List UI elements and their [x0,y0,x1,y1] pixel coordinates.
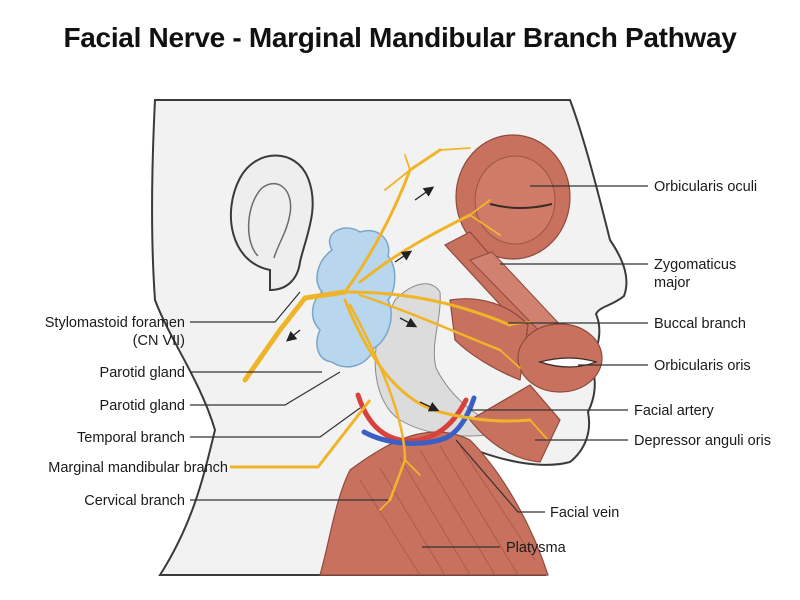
label-facial-artery: Facial artery [634,403,715,419]
platysma-striations [359,445,536,576]
label-parotid-gland-2: Parotid gland [100,398,185,414]
label-orbicularis-oculi: Orbicularis oculi [654,179,757,195]
leader-stylomastoid [190,291,301,323]
leader-temporal [190,407,361,438]
leader-lines-right [422,185,648,548]
label-facial-vein: Facial vein [550,505,619,521]
arrow-buccal [399,317,418,328]
label-orbicularis-oris: Orbicularis oris [654,358,751,374]
arrow-posterior [286,329,301,342]
label-cervical-branch: Cervical branch [84,493,185,509]
label-marginal-mandibular-branch: Marginal mandibular branch [48,460,228,476]
orbicularis-oculi-inner [474,155,556,245]
label-platysma: Platysma [506,540,567,556]
label-temporal-branch: Temporal branch [77,430,185,446]
nerve-buccal-branch-2 [358,293,502,352]
label-parotid-gland-1: Parotid gland [100,365,185,381]
direction-arrows [286,186,440,412]
eye-closed [489,203,553,209]
leader-parotid-2 [190,371,341,406]
diagram-title: Facial Nerve - Marginal Mandibular Branc… [63,22,737,53]
nerve-buccal-branch [343,290,512,327]
leader-marginal-mandibular [230,399,372,469]
platysma-muscle [319,431,549,576]
nerve-main-trunk [242,289,348,383]
facial-vein [361,395,477,446]
label-stylomastoid-cn7: (CN VII) [133,333,185,349]
label-zygomaticus-major: major [654,275,690,291]
ear-shape [229,154,314,292]
facial-nerve [242,147,549,511]
label-stylomastoid-foramen: Stylomastoid foramen [45,315,185,331]
leader-lines-left [190,291,388,501]
label-zygomaticus: Zygomaticus [654,257,736,273]
parotid-gland [311,227,396,368]
arrow-zygomatic [394,250,413,263]
depressor-anguli-oris-muscle [469,384,561,463]
nerve-zygomatic-branch [358,213,472,284]
arrow-marginal [419,401,440,412]
arrow-temporal [414,186,435,201]
nerve-cervical-branch [348,303,407,502]
ear-inner [247,182,292,259]
label-buccal-branch: Buccal branch [654,316,746,332]
leader-facial-vein [455,439,545,513]
nerve-temporal-branch [343,148,442,294]
label-depressor-anguli-oris: Depressor anguli oris [634,433,771,449]
facial-artery [355,392,469,444]
